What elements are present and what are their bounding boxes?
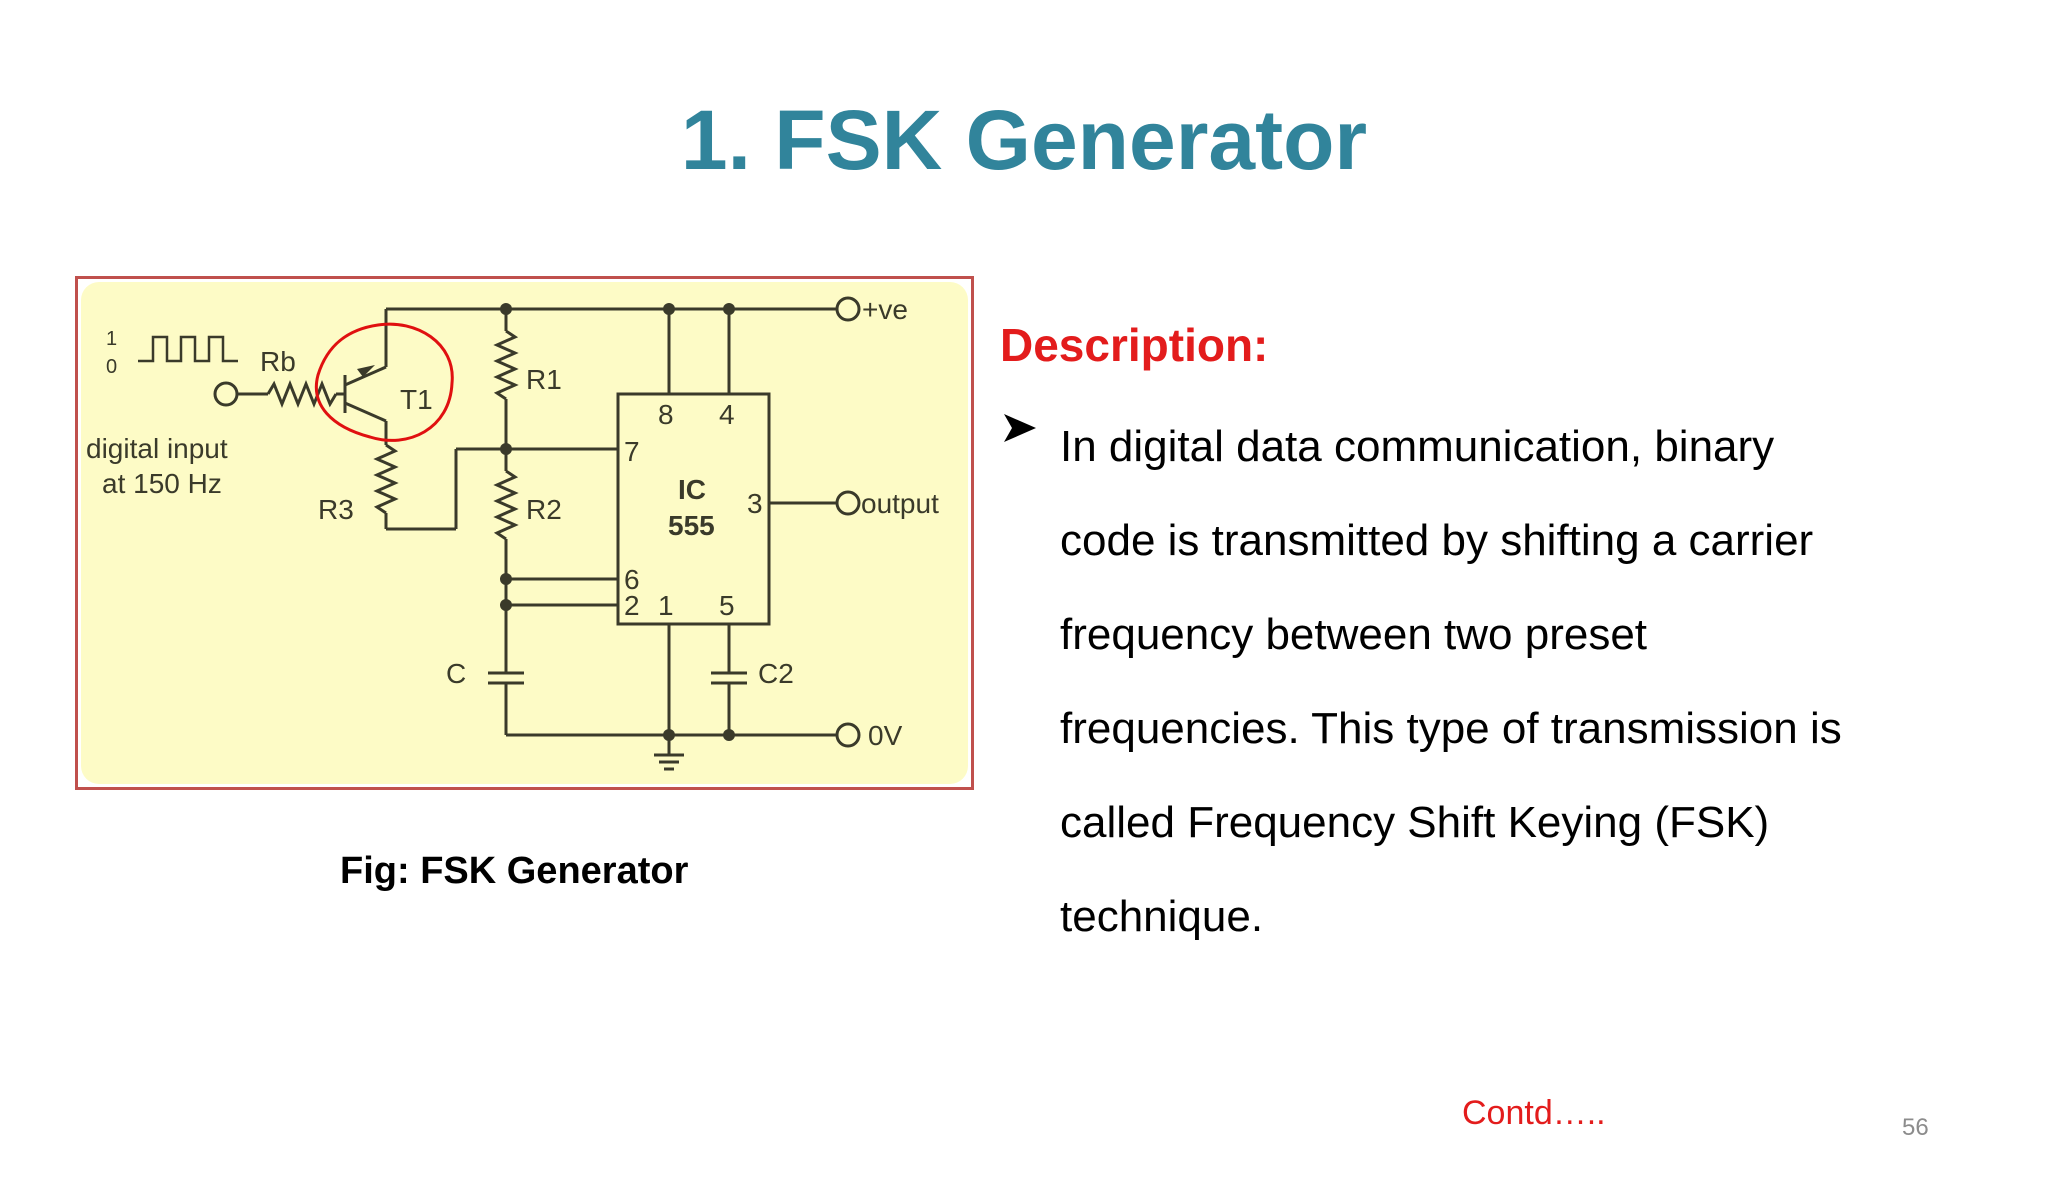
description-bullet: In digital data communication, binary co…: [1060, 400, 1960, 964]
diagram-panel: [81, 282, 968, 784]
ic-number-label: 555: [668, 510, 715, 541]
input-label-line2: at 150 Hz: [102, 468, 222, 499]
slide-title: 1. FSK Generator: [680, 93, 1368, 187]
input-label-line1: digital input: [86, 433, 228, 464]
pin7-label: 7: [624, 436, 640, 467]
fsk-generator-circuit-figure: +ve output 0V Rb T1 R1 R2 R3 C C2 digita…: [75, 276, 974, 790]
figure-caption: Fig: FSK Generator: [340, 850, 689, 892]
supply-label: +ve: [862, 294, 908, 325]
diagram-labels: +ve output 0V Rb T1 R1 R2 R3 C C2 digita…: [86, 294, 939, 751]
c-label: C: [446, 658, 466, 689]
pin4-label: 4: [719, 399, 735, 430]
ground-label: 0V: [868, 720, 903, 751]
r3-label: R3: [318, 494, 354, 525]
pin8-label: 8: [658, 399, 674, 430]
rb-label: Rb: [260, 346, 296, 377]
transistor-arrow: [357, 365, 375, 377]
bullet-line: frequency between two preset: [1060, 610, 1648, 659]
output-label: output: [861, 488, 939, 519]
pin1-label: 1: [658, 590, 674, 621]
pin5-label: 5: [719, 590, 735, 621]
pin2-label: 2: [624, 590, 640, 621]
bullet-line: technique.: [1060, 892, 1264, 941]
logic-low-label: 0: [106, 356, 117, 378]
bullet-line: called Frequency Shift Keying (FSK): [1060, 798, 1770, 847]
bullet-line: frequencies. This type of transmission i…: [1060, 704, 1842, 753]
arrow-bullet-icon: [1004, 414, 1036, 442]
pin3-label: 3: [747, 488, 763, 519]
bullet-line: In digital data communication, binary: [1060, 422, 1775, 471]
logic-high-label: 1: [106, 328, 117, 350]
terminals: [213, 296, 861, 748]
t1-highlight-circle: [315, 322, 454, 442]
c2-label: C2: [758, 658, 794, 689]
t1-label: T1: [400, 384, 433, 415]
junction-dots: [500, 303, 735, 741]
continued-label: Contd…..: [1462, 1094, 1606, 1132]
page-number: 56: [1902, 1114, 1929, 1141]
bullet-line: code is transmitted by shifting a carrie…: [1060, 516, 1814, 565]
circuit-diagram: +ve output 0V Rb T1 R1 R2 R3 C C2 digita…: [81, 282, 968, 784]
description-heading: Description:: [1000, 319, 1269, 371]
r2-label: R2: [526, 494, 562, 525]
pin6-label: 6: [624, 564, 640, 595]
r1-label: R1: [526, 364, 562, 395]
ic-name-label: IC: [678, 474, 706, 505]
